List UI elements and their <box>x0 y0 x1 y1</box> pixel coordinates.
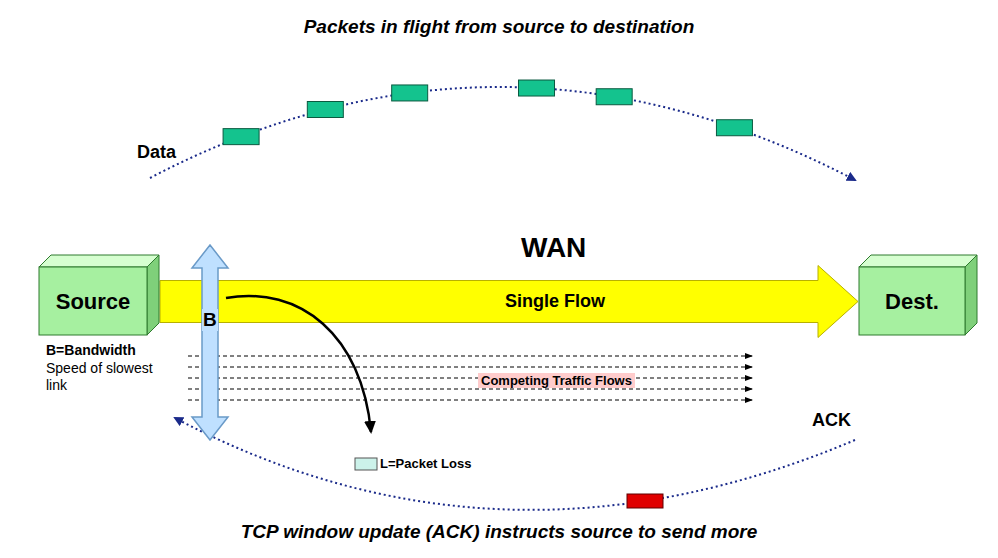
competing-flow-line <box>188 389 752 390</box>
competing-flow-line <box>188 378 752 379</box>
arc-label: ACK <box>812 410 851 431</box>
host-box: Dest. <box>858 254 978 336</box>
data-packet <box>716 120 752 136</box>
data-packet <box>392 85 428 101</box>
flow-label: Single Flow <box>502 291 608 312</box>
data-arc <box>150 87 855 180</box>
bandwidth-definition: B=Bandwidth <box>46 342 136 358</box>
cube-top <box>39 255 159 267</box>
competing-flow-line <box>188 356 752 357</box>
frame <box>3 3 995 555</box>
ack-packet <box>627 494 663 508</box>
diagram-caption: TCP window update (ACK) instructs source… <box>0 521 998 543</box>
cube-side <box>965 255 977 335</box>
arc-label: Data <box>137 142 176 163</box>
host-name: Source <box>56 289 131 315</box>
loss-arrow <box>226 296 371 432</box>
cloud-shape <box>393 222 898 472</box>
cube-front <box>39 267 147 335</box>
host-box: Source <box>38 254 160 336</box>
lost-packet <box>355 458 377 470</box>
network-name: WAN <box>518 232 589 264</box>
cube-front <box>859 267 965 335</box>
data-packet <box>223 129 259 145</box>
network-cloud: WAN Competing Traffic Flows <box>393 222 898 472</box>
bandwidth-note: Speed of slowest link <box>46 360 154 394</box>
competing-flow-line <box>188 367 752 368</box>
data-packet <box>519 80 555 96</box>
traffic-label: Competing Traffic Flows <box>478 373 635 388</box>
diagram-title: Packets in flight from source to destina… <box>0 16 998 38</box>
cube-side <box>147 255 159 335</box>
data-packet <box>307 102 343 118</box>
bandwidth-arrow <box>192 245 228 440</box>
cloud-outline <box>411 231 888 464</box>
competing-flow-lines <box>188 356 752 400</box>
bottleneck-cylinder <box>242 245 400 431</box>
ack-arc <box>175 418 855 510</box>
bandwidth-symbol: B <box>202 309 218 331</box>
competing-flow-line <box>188 400 752 401</box>
flow-arrow <box>160 266 858 338</box>
cube-top <box>859 255 977 267</box>
data-packets <box>223 80 752 145</box>
host-name: Dest. <box>885 289 939 315</box>
loss-label: L=Packet Loss <box>380 456 471 471</box>
data-packet <box>596 89 632 105</box>
